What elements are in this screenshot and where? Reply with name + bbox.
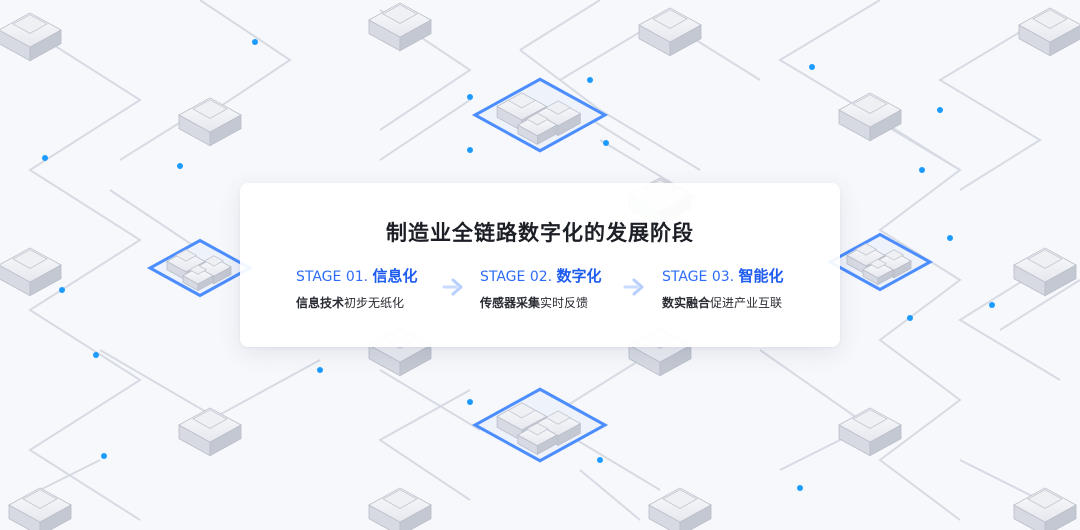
building-node bbox=[0, 247, 62, 297]
signal-dot bbox=[177, 163, 183, 169]
stage-name: 智能化 bbox=[738, 267, 784, 285]
factory-building bbox=[517, 422, 558, 455]
stage-description: 数实融合促进产业互联 bbox=[662, 294, 784, 311]
signal-dot bbox=[809, 64, 815, 70]
building-node bbox=[1013, 247, 1077, 297]
signal-dot bbox=[252, 39, 258, 45]
stage-02: STAGE 02. 数字化 传感器采集实时反馈 bbox=[480, 266, 602, 311]
signal-dot bbox=[919, 167, 925, 173]
connector-line bbox=[759, 349, 861, 421]
stage-name: 信息化 bbox=[372, 267, 418, 285]
stage-number: STAGE 02. bbox=[480, 269, 553, 285]
signal-dot bbox=[989, 302, 995, 308]
connector-line bbox=[99, 349, 221, 421]
stage-description: 信息技术初步无纸化 bbox=[296, 294, 418, 311]
stage-description-text: 促进产业互联 bbox=[710, 296, 783, 310]
building-node bbox=[368, 487, 432, 530]
connector-line bbox=[28, 29, 142, 521]
factory-building bbox=[517, 112, 558, 145]
connector-line bbox=[519, 49, 701, 171]
stage-01: STAGE 01. 信息化 信息技术初步无纸化 bbox=[296, 266, 418, 311]
signal-dot bbox=[93, 352, 99, 358]
stage-name: 数字化 bbox=[556, 267, 602, 285]
connector-line bbox=[579, 469, 641, 521]
chevron-right-icon bbox=[442, 278, 463, 296]
signal-dot bbox=[467, 147, 473, 153]
connector-line bbox=[938, 19, 1042, 191]
signal-dot bbox=[59, 287, 65, 293]
building-node bbox=[838, 92, 902, 142]
stages-card: 制造业全链路数字化的发展阶段 STAGE 01. 信息化 信息技术初步无纸化 S… bbox=[240, 183, 840, 347]
connector-line bbox=[519, 0, 601, 51]
building-node bbox=[638, 7, 702, 57]
signal-dot bbox=[467, 399, 473, 405]
signal-dot bbox=[587, 77, 593, 83]
building-node bbox=[368, 2, 432, 52]
connector-line bbox=[999, 279, 1080, 331]
building-node bbox=[178, 407, 242, 457]
signal-dot bbox=[797, 485, 803, 491]
factory-building bbox=[182, 264, 214, 292]
signal-dot bbox=[42, 155, 48, 161]
stage-number: STAGE 01. bbox=[296, 269, 369, 285]
connector-line bbox=[379, 99, 471, 161]
factory-building bbox=[862, 258, 894, 286]
signal-dot bbox=[907, 315, 913, 321]
stage-description-bold: 信息技术 bbox=[296, 296, 345, 310]
chevron-right-icon bbox=[623, 278, 644, 296]
building-node bbox=[648, 487, 712, 530]
stage-description-bold: 传感器采集 bbox=[480, 296, 541, 310]
stage-description-bold: 数实融合 bbox=[662, 296, 711, 310]
signal-dot bbox=[101, 453, 107, 459]
signal-dot bbox=[937, 107, 943, 113]
building-node bbox=[838, 407, 902, 457]
signal-dot bbox=[947, 235, 953, 241]
connector-line bbox=[109, 189, 201, 251]
building-node bbox=[1018, 7, 1080, 57]
connector-line bbox=[959, 459, 1041, 501]
signal-dot bbox=[317, 367, 323, 373]
signal-dot bbox=[597, 457, 603, 463]
stage-number: STAGE 03. bbox=[662, 269, 735, 285]
page-title: 制造业全链路数字化的发展阶段 bbox=[386, 221, 694, 245]
connector-line bbox=[379, 369, 481, 431]
connector-line bbox=[958, 269, 1061, 381]
connector-line bbox=[199, 0, 292, 121]
building-node bbox=[178, 97, 242, 147]
stage-description-text: 初步无纸化 bbox=[344, 296, 405, 310]
signal-dot bbox=[603, 140, 609, 146]
stage-description: 传感器采集实时反馈 bbox=[480, 294, 602, 311]
building-node bbox=[0, 12, 62, 62]
stage-description-text: 实时反馈 bbox=[540, 296, 589, 310]
stage-03: STAGE 03. 智能化 数实融合促进产业互联 bbox=[662, 266, 784, 311]
building-node bbox=[1013, 487, 1077, 530]
connector-line bbox=[378, 389, 471, 501]
connector-line bbox=[559, 359, 641, 411]
connector-line bbox=[209, 359, 321, 421]
building-node bbox=[8, 487, 72, 530]
signal-dot bbox=[467, 94, 473, 100]
